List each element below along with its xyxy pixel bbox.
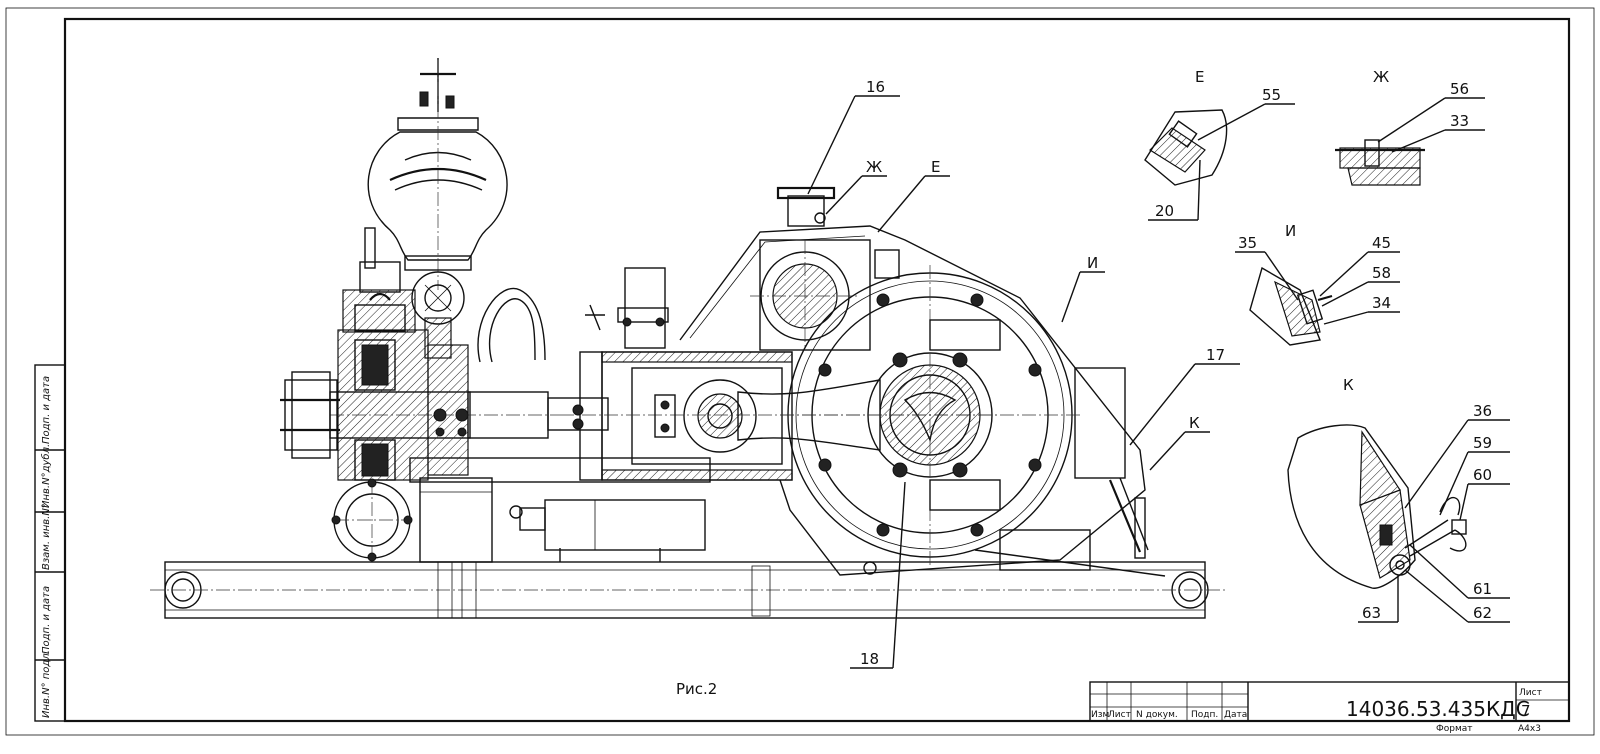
callout-16: 16	[866, 78, 885, 96]
stamp-cell-4: Подп. и дата	[41, 586, 52, 654]
outer-border	[5, 7, 1595, 736]
col-list: Лист	[1108, 710, 1131, 720]
view-i-title: И	[1285, 222, 1296, 240]
view-k-label-62: 62	[1473, 604, 1492, 622]
format-label: Формат	[1436, 724, 1473, 734]
view-zh-label-56: 56	[1450, 80, 1469, 98]
detail-view-e: Е 55 20	[1144, 68, 1295, 221]
inner-frame	[63, 17, 1571, 723]
view-e-label-20: 20	[1155, 202, 1174, 220]
view-i-label-34: 34	[1372, 294, 1391, 312]
callout-18: 18	[860, 650, 879, 668]
view-zh-title: Ж	[1373, 68, 1389, 86]
view-k-title: К	[1343, 376, 1354, 394]
view-i-label-58: 58	[1372, 264, 1391, 282]
stamp-cell-5: Инв.N° подл.	[41, 650, 52, 718]
callout-i: И	[1087, 254, 1098, 272]
view-e-title: Е	[1195, 68, 1204, 86]
stamp-cell-3: Взам. инв.N°	[41, 503, 52, 570]
main-callouts: 16 Ж Е И 17 К 18 Рис.2	[676, 78, 1240, 698]
fluid-end	[280, 227, 560, 481]
callout-zh: Ж	[866, 158, 882, 176]
view-k-label-61: 61	[1473, 580, 1492, 598]
detail-view-zh: Ж 56 33	[1335, 68, 1485, 186]
skid-base	[150, 548, 1225, 619]
format-value: А4х3	[1518, 724, 1541, 734]
sheet-number: 7	[1521, 702, 1531, 720]
title-block: Изм Лист N докум. Подп. Дата 14036.53.43…	[1089, 681, 1570, 734]
view-k-label-63: 63	[1362, 604, 1381, 622]
bull-gear	[780, 265, 1080, 565]
detail-view-i: И 35 45 58 34	[1235, 222, 1400, 346]
view-e-label-55: 55	[1262, 86, 1281, 104]
suction-flange	[331, 478, 413, 562]
detail-view-k: К 36 59 60 61 62 63	[1287, 376, 1510, 623]
view-zh-label-33: 33	[1450, 112, 1469, 130]
side-stamp: Подп. и дата Инв.N°дубл. Взам. инв.N° По…	[34, 364, 66, 722]
callout-k: К	[1189, 414, 1200, 432]
view-k-label-60: 60	[1473, 466, 1492, 484]
view-k-label-36: 36	[1473, 402, 1492, 420]
figure-caption: Рис.2	[676, 680, 717, 698]
stamp-cell-1: Подп. и дата	[41, 376, 52, 444]
pump-assembly	[150, 58, 1225, 619]
callout-e: Е	[931, 158, 940, 176]
col-podp: Подп.	[1191, 710, 1218, 720]
col-ndokum: N докум.	[1136, 710, 1178, 720]
sheet-label: Лист	[1519, 688, 1542, 698]
view-i-label-35: 35	[1238, 234, 1257, 252]
view-i-label-45: 45	[1372, 234, 1391, 252]
col-data: Дата	[1224, 710, 1247, 720]
col-izm: Изм	[1091, 710, 1109, 720]
stamp-cell-2: Инв.N°дубл.	[40, 444, 52, 508]
view-k-label-59: 59	[1473, 434, 1492, 452]
callout-17: 17	[1206, 346, 1225, 364]
designation: 14036.53.435КДС	[1346, 697, 1530, 721]
